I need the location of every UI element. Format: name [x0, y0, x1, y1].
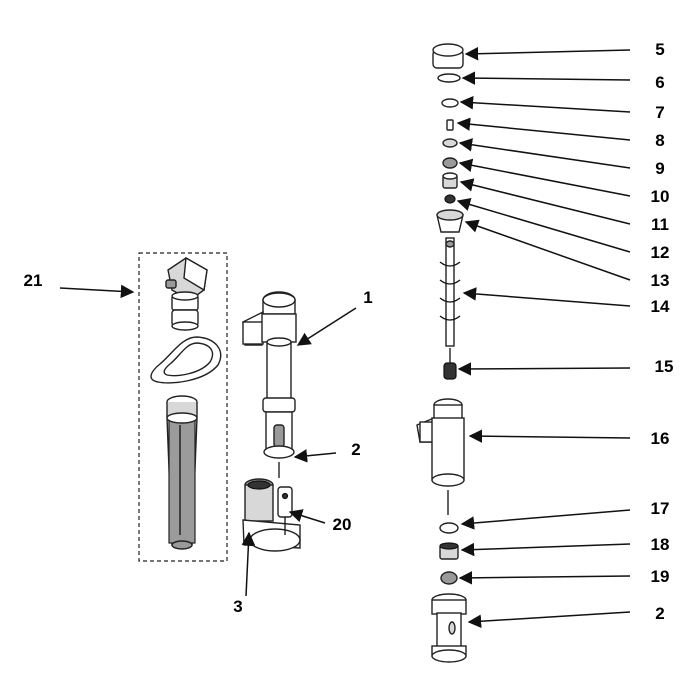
- part-15-valve: [443, 348, 457, 380]
- part-16-cylinder: [416, 398, 465, 515]
- callout-arrows: [59, 46, 631, 628]
- kit-angle-fitting: [165, 256, 208, 331]
- part-11-seal: [442, 172, 458, 189]
- callout-15: 15: [655, 357, 674, 376]
- callout-17: 17: [651, 499, 670, 518]
- callout-10: 10: [651, 187, 670, 206]
- callout-2-left: 2: [351, 440, 360, 459]
- callout-6: 6: [655, 73, 664, 92]
- part-10-washer: [442, 157, 458, 169]
- callout-12: 12: [651, 243, 670, 262]
- part-6-washer: [437, 73, 461, 83]
- part-18-nut: [439, 542, 459, 560]
- callout-3: 3: [233, 597, 242, 616]
- kit-gasket: [150, 336, 222, 384]
- kit-dashed-outline: [138, 252, 228, 562]
- part-3-pump-base: [242, 478, 301, 552]
- part-14-shaft: [439, 237, 461, 347]
- callout-labels: 1 2 3 20 21 5 6 7 8 9 10 11 12 13 14 15 …: [24, 40, 674, 623]
- part-7-oring: [441, 98, 459, 108]
- kit-21-group: [138, 252, 228, 562]
- part-13-cup: [436, 209, 464, 233]
- part-5-cap: [432, 43, 464, 69]
- callout-19: 19: [651, 567, 670, 586]
- callout-16: 16: [651, 429, 670, 448]
- callout-21: 21: [24, 271, 43, 290]
- callout-5: 5: [655, 40, 664, 59]
- kit-filter-tube: [166, 395, 198, 550]
- part-2-housing: [431, 593, 467, 663]
- part-19-bushing: [440, 571, 458, 585]
- callout-14: 14: [651, 297, 670, 316]
- callout-20: 20: [333, 515, 352, 534]
- callout-2-right: 2: [655, 604, 664, 623]
- part-9-washer: [442, 138, 458, 148]
- callout-7: 7: [655, 103, 664, 122]
- callout-13: 13: [651, 271, 670, 290]
- callout-11: 11: [651, 215, 669, 234]
- callout-18: 18: [651, 535, 670, 554]
- part-1-pump-body: [242, 291, 297, 478]
- part-17-ring: [439, 522, 459, 534]
- part-8-pin: [446, 119, 454, 131]
- right-stack: [416, 43, 467, 663]
- part-12-bushing: [444, 194, 456, 204]
- callout-9: 9: [655, 159, 664, 178]
- callout-1: 1: [363, 288, 372, 307]
- callout-8: 8: [655, 131, 664, 150]
